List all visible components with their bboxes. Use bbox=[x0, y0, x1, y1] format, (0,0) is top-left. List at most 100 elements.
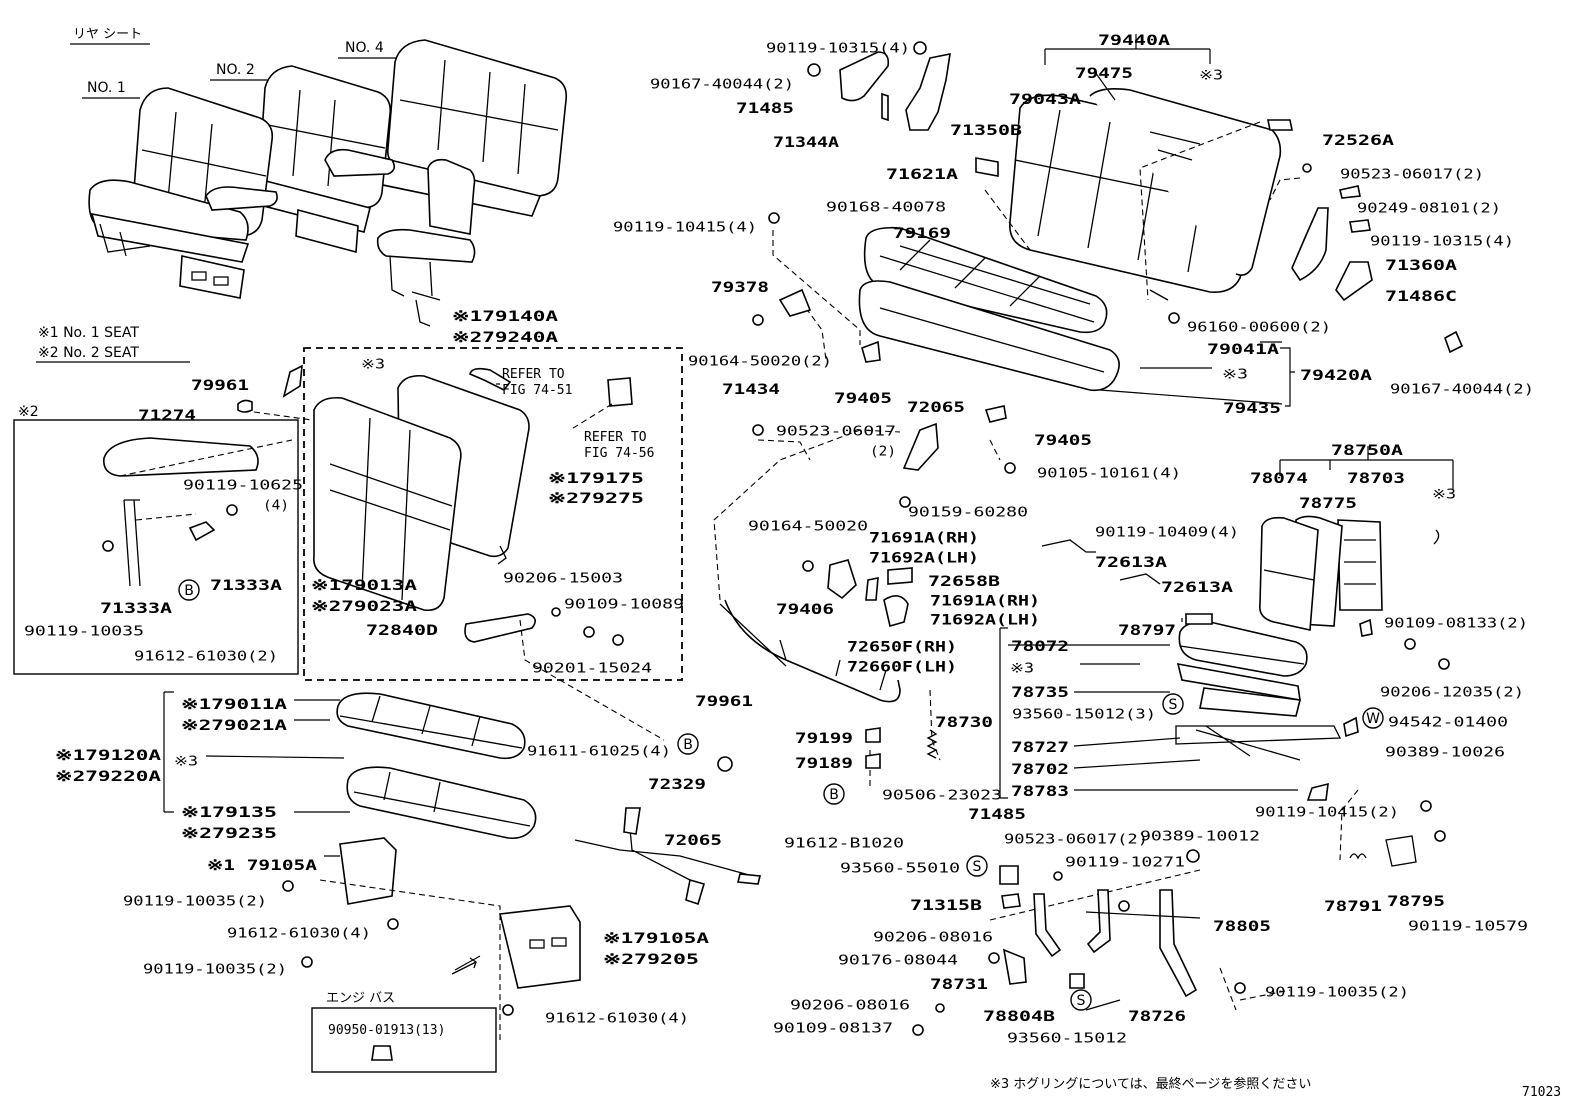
no1-seat-cushion-illustration bbox=[163, 691, 733, 1040]
part-label-p113: ※3 bbox=[174, 755, 198, 770]
part-number-labels: 90119-10315(4)90167-40044(2)7148571344A7… bbox=[24, 33, 1534, 1046]
part-label-p83: 78731 bbox=[930, 977, 988, 993]
part-label-p72: 90523-06017(2) bbox=[1004, 833, 1148, 848]
part-label-p125: 90119-10035(2) bbox=[143, 963, 287, 978]
part-label-p12: 71621A bbox=[886, 167, 958, 183]
part-label-p95: 90119-10625 bbox=[183, 479, 303, 494]
circle-marker-s: S bbox=[1162, 693, 1184, 715]
ref1-line2: FIG 74-51 bbox=[502, 383, 572, 398]
part-label-p9: 79043A bbox=[1009, 92, 1081, 108]
part-label-p55: 72660F(LH) bbox=[847, 660, 957, 676]
engine-bus-box: エンジ バス 90950-01913(13) bbox=[311, 991, 497, 1073]
part-label-p100: 91612-61030(2) bbox=[134, 650, 278, 665]
part-label-p23: 90164-50020(2) bbox=[688, 355, 832, 370]
group-brackets-right-top bbox=[999, 34, 1454, 799]
part-label-p98: 71333A bbox=[100, 601, 172, 617]
rear-seat-jp-label: リヤ シート bbox=[73, 27, 142, 42]
figure-code: 71023 bbox=[1522, 1085, 1561, 1099]
captain-seat-illustration bbox=[1008, 515, 1450, 867]
part-label-p112: ※179120A bbox=[55, 748, 161, 764]
circle-marker-s: S bbox=[966, 855, 988, 877]
part-label-p11: 90523-06017(2) bbox=[1340, 168, 1484, 183]
bench-seat-back-illustration bbox=[1009, 88, 1282, 294]
part-label-p101: ※179175 bbox=[548, 471, 644, 487]
part-label-p45: 72613A bbox=[1095, 555, 1167, 571]
part-label-p44: 71692A(LH) bbox=[869, 551, 979, 567]
part-label-p121: 90119-10035(2) bbox=[123, 895, 267, 910]
seat-no1-label: NO. 1 bbox=[87, 80, 126, 96]
legend-mark1: ※1 No. 1 SEAT bbox=[38, 325, 139, 341]
part-label-p59: 93560-15012(3) bbox=[1012, 708, 1156, 723]
part-label-p99: 90119-10035 bbox=[24, 625, 144, 640]
header-labels: リヤ シート NO. 1 NO. 2 NO. 4 bbox=[70, 27, 396, 99]
circle-marker-s: S bbox=[1070, 989, 1092, 1011]
part-label-p124: ※279205 bbox=[603, 952, 699, 968]
seat-no4-label: NO. 4 bbox=[345, 40, 384, 56]
part-label-p54: 78072 bbox=[1011, 639, 1069, 655]
part-label-p93: ※179140A bbox=[452, 309, 558, 325]
part-label-p39: 78775 bbox=[1299, 496, 1357, 512]
part-label-p123: ※179105A bbox=[603, 931, 709, 947]
part-label-p61: 94542-01400 bbox=[1388, 716, 1508, 731]
part-label-p37: 78703 bbox=[1347, 471, 1405, 487]
part-label-p84: 90119-10035(2) bbox=[1265, 986, 1409, 1001]
ref2-line1: REFER TO bbox=[584, 430, 647, 445]
part-label-p63: 78727 bbox=[1011, 740, 1069, 756]
svg-text:S: S bbox=[1077, 993, 1086, 1009]
part-label-p79: 90119-10579 bbox=[1408, 920, 1528, 935]
part-label-p10: 72526A bbox=[1322, 133, 1394, 149]
part-label-p62: 79199 bbox=[795, 731, 853, 747]
part-label-p90: 79961 bbox=[191, 378, 249, 394]
part-label-p122: 91612-61030(4) bbox=[227, 927, 371, 942]
sub-panel-no2: ※2 bbox=[13, 404, 299, 675]
part-label-p1: 90119-10315(4) bbox=[766, 42, 910, 57]
part-label-p104: ※279023A bbox=[311, 599, 417, 615]
part-label-p4: 71344A bbox=[773, 135, 839, 151]
part-label-p14: 90168-40078 bbox=[826, 201, 946, 216]
svg-text:B: B bbox=[683, 737, 693, 753]
part-label-p78: 78795 bbox=[1387, 894, 1445, 910]
part-label-p40: 90159-60280 bbox=[908, 506, 1028, 521]
engine-bus-part: 90950-01913(13) bbox=[328, 1023, 445, 1038]
part-label-p108: 90201-15024 bbox=[532, 662, 652, 677]
part-label-p126: 91612-61030(4) bbox=[545, 1012, 689, 1027]
part-label-p19: 79378 bbox=[711, 280, 769, 296]
part-label-p64: 90389-10026 bbox=[1385, 746, 1505, 761]
part-label-p56: ※3 bbox=[1010, 662, 1034, 677]
part-label-p85: 90206-08016 bbox=[790, 999, 910, 1014]
part-label-p117: ※179135 bbox=[181, 805, 277, 821]
part-label-p42: 71691A(RH) bbox=[869, 531, 979, 547]
part-label-p75: 90119-10271 bbox=[1065, 856, 1185, 871]
footnote-hog-ring: ※3 ホグリングについては、最終ページを参照ください bbox=[990, 1076, 1311, 1092]
part-label-p28: 79405 bbox=[834, 391, 892, 407]
no1-seat-back-illustration bbox=[237, 347, 683, 741]
part-label-p68: 78783 bbox=[1011, 784, 1069, 800]
part-label-p87: 78726 bbox=[1128, 1009, 1186, 1025]
part-label-p109: 79961 bbox=[695, 694, 753, 710]
part-label-p38: ※3 bbox=[1432, 488, 1456, 503]
part-label-p21: 96160-00600(2) bbox=[1187, 321, 1331, 336]
part-label-p43: 90119-10409(4) bbox=[1095, 526, 1239, 541]
part-label-p6: 79440A bbox=[1098, 33, 1170, 49]
part-label-p35: 78750A bbox=[1331, 443, 1403, 459]
part-label-p76: 71315B bbox=[910, 898, 982, 914]
part-label-p41: 90164-50020 bbox=[748, 520, 868, 535]
part-label-p77: 78791 bbox=[1324, 899, 1382, 915]
part-label-p26: 90167-40044(2) bbox=[1390, 383, 1534, 398]
part-label-p70: 90119-10415(2) bbox=[1255, 806, 1399, 821]
part-label-p20: 71486C bbox=[1385, 289, 1457, 305]
part-label-p74: 93560-55010 bbox=[840, 862, 960, 877]
svg-text:S: S bbox=[973, 859, 982, 875]
ref2-line2: FIG 74-56 bbox=[584, 446, 654, 461]
part-label-p111: ※279021A bbox=[181, 718, 287, 734]
part-label-p118: ※279235 bbox=[181, 826, 277, 842]
part-label-p92: ※3 bbox=[361, 358, 385, 373]
part-label-p46: 72658B bbox=[928, 574, 1000, 590]
part-label-p103: ※179013A bbox=[311, 578, 417, 594]
part-label-p114: ※279220A bbox=[55, 769, 161, 785]
part-label-p73: 90389-10012 bbox=[1140, 830, 1260, 845]
part-label-p17: 79169 bbox=[893, 226, 951, 242]
svg-text:S: S bbox=[1169, 697, 1178, 713]
part-label-p27: 71434 bbox=[722, 382, 780, 398]
